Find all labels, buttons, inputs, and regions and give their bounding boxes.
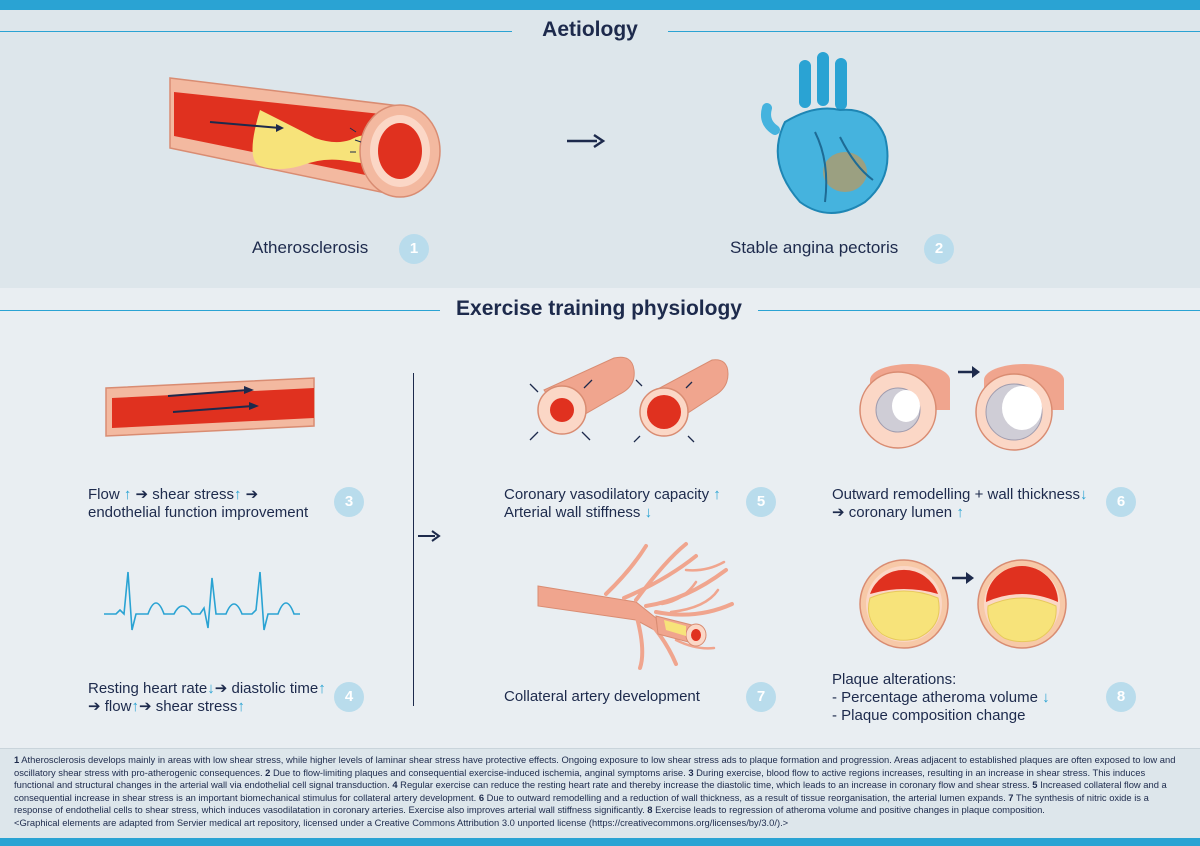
atheroma-volume-text: - Percentage atheroma volume bbox=[832, 689, 1038, 706]
license-text: <Graphical elements are adapted from Ser… bbox=[14, 816, 789, 828]
outward-remodelling-illustration bbox=[859, 364, 1064, 451]
diastolic-time-text: diastolic time bbox=[231, 680, 319, 697]
bottom-bar bbox=[0, 838, 1200, 846]
aetiology-rule-left bbox=[0, 31, 512, 32]
vasodilation-illustration bbox=[529, 356, 729, 443]
plaque-alterations-illustration bbox=[859, 559, 1067, 649]
footnote-sentence: Exercise leads to regression of atheroma… bbox=[652, 804, 1045, 816]
badge-5: 5 bbox=[746, 487, 776, 517]
artery-flow-illustration bbox=[105, 377, 315, 437]
badge-1: 1 bbox=[399, 234, 429, 264]
up-arrow: ↑ bbox=[318, 680, 326, 697]
down-arrow: ↓ bbox=[207, 680, 215, 697]
bold-arrow: ➔ bbox=[832, 504, 845, 521]
shear-stress-text: shear stress bbox=[152, 486, 234, 503]
atherosclerosis-label: Atherosclerosis bbox=[252, 238, 369, 257]
bold-arrow: ➔ bbox=[135, 486, 149, 503]
footnote-sentence: Due to flow-limiting plaques and consequ… bbox=[270, 766, 689, 778]
panel-8-text: Plaque alterations: - Percentage atherom… bbox=[832, 671, 1050, 725]
aetiology-heading: Aetiology bbox=[542, 18, 638, 41]
bold-arrow: ➔ bbox=[138, 698, 152, 715]
badge-4: 4 bbox=[334, 682, 364, 712]
footnote-sentence: Regular exercise can reduce the resting … bbox=[397, 779, 1033, 791]
up-arrow: ↑ bbox=[713, 486, 721, 503]
footnote-num: 8 bbox=[647, 804, 653, 816]
coronary-lumen-text: coronary lumen bbox=[848, 504, 953, 521]
wall-stiffness-text: Arterial wall stiffness bbox=[504, 504, 641, 521]
badge-8: 8 bbox=[1106, 682, 1136, 712]
down-arrow: ↓ bbox=[644, 504, 653, 521]
aetiology-rule-right bbox=[668, 31, 1200, 32]
panel-5-text: Coronary vasodilatory capacity ↑ Arteria… bbox=[504, 486, 721, 522]
heart-illustration bbox=[761, 52, 889, 214]
footnote-num: 7 bbox=[1008, 791, 1014, 803]
outward-remodelling-text: Outward remodelling + wall thickness bbox=[832, 486, 1081, 503]
plaque-alterations-title: Plaque alterations: bbox=[832, 671, 957, 688]
footnote-num: 4 bbox=[392, 779, 398, 791]
footnote-sentence: Due to outward remodelling and a reducti… bbox=[484, 791, 1009, 803]
bold-arrow: ➔ bbox=[245, 486, 259, 503]
vertical-divider bbox=[413, 373, 414, 706]
atherosclerosis-artery-illustration bbox=[169, 77, 441, 198]
exercise-arrow bbox=[418, 530, 441, 542]
ecg-illustration bbox=[104, 571, 300, 631]
badge-6: 6 bbox=[1106, 487, 1136, 517]
footnote-num: 1 bbox=[14, 754, 20, 765]
exercise-heading: Exercise training physiology bbox=[456, 297, 742, 320]
collateral-artery-label: Collateral artery development bbox=[504, 688, 700, 705]
down-arrow: ↓ bbox=[1042, 689, 1050, 706]
panel-4-text: Resting heart rate↓➔ diastolic time↑ ➔ f… bbox=[88, 680, 326, 716]
footnote-sentence: During exercise, blood flow to active re… bbox=[14, 766, 1146, 791]
up-arrow: ↑ bbox=[233, 486, 242, 503]
plaque-composition-text: - Plaque composition change bbox=[832, 707, 1026, 724]
badge-7: 7 bbox=[746, 682, 776, 712]
footnote-sentence: The synthesis of nitric oxide is a respo… bbox=[14, 791, 1149, 816]
panel-6-text: Outward remodelling + wall thickness↓ ➔ … bbox=[832, 486, 1088, 522]
endothelial-text: endothelial function improvement bbox=[88, 504, 309, 521]
footnote-num: 3 bbox=[688, 766, 694, 778]
up-arrow: ↑ bbox=[956, 504, 964, 521]
badge-2: 2 bbox=[924, 234, 954, 264]
flow-text: flow bbox=[104, 698, 132, 715]
down-arrow: ↓ bbox=[1080, 486, 1088, 503]
flow-text: Flow bbox=[88, 486, 120, 503]
footnote-num: 6 bbox=[478, 791, 485, 803]
footnote-sentence: Atherosclerosis develops mainly in areas… bbox=[14, 754, 1176, 778]
footnote-num: 2 bbox=[265, 766, 271, 778]
up-arrow: ↑ bbox=[123, 486, 132, 503]
vasodilatory-text: Coronary vasodilatory capacity bbox=[504, 486, 710, 503]
bold-arrow: ➔ bbox=[88, 698, 101, 715]
badge-3: 3 bbox=[334, 487, 364, 517]
aetiology-arrow bbox=[567, 133, 606, 149]
panel-3-text: Flow ↑ ➔ shear stress↑ ➔ endothelial fun… bbox=[88, 486, 308, 522]
shear-stress-text: shear stress bbox=[155, 698, 238, 715]
exercise-rule-left bbox=[0, 310, 440, 311]
bold-arrow: ➔ bbox=[214, 680, 228, 697]
stable-angina-label: Stable angina pectoris bbox=[730, 238, 899, 257]
exercise-rule-right bbox=[758, 310, 1200, 311]
top-bar bbox=[0, 0, 1200, 10]
footnote-text: 1 Atherosclerosis develops mainly in are… bbox=[14, 754, 1186, 830]
up-arrow: ↑ bbox=[237, 698, 245, 715]
collateral-artery-illustration bbox=[537, 542, 734, 670]
footnote-num: 5 bbox=[1032, 779, 1038, 791]
footnote-sentence: Increased collateral flow and a conseque… bbox=[14, 779, 1167, 803]
up-arrow: ↑ bbox=[131, 698, 139, 715]
footnote-panel bbox=[0, 748, 1200, 838]
resting-heart-rate-text: Resting heart rate bbox=[88, 680, 208, 697]
